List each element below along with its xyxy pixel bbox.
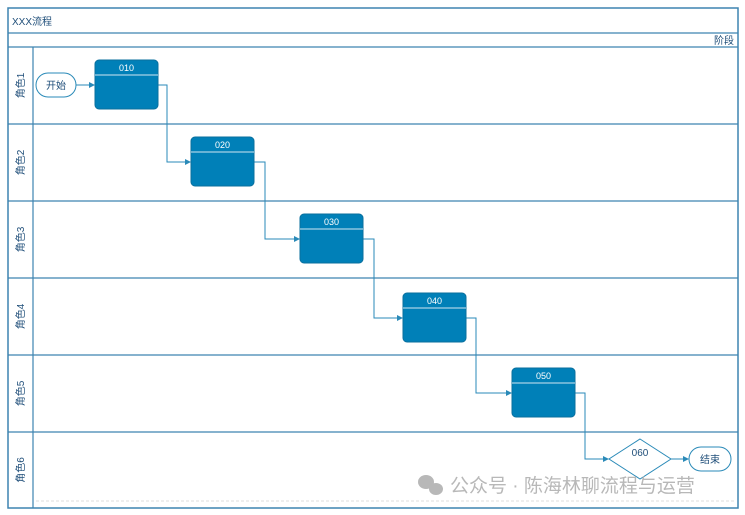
end-node[interactable]: 结束 (688, 446, 732, 472)
phase-label: 阶段 (714, 34, 734, 47)
lane-label: 角色1 (14, 72, 27, 98)
step-label: 020 (215, 140, 230, 150)
watermark-text: 公众号 · 陈海林聊流程与运营 (450, 475, 695, 497)
lane-label: 角色2 (14, 149, 27, 175)
lane-label: 角色4 (14, 303, 27, 329)
decision-node[interactable]: 060 (608, 438, 672, 480)
lane-label: 角色3 (14, 226, 27, 252)
end-label: 结束 (700, 453, 720, 466)
wechat-icon (418, 475, 443, 495)
lane-label: 角色5 (14, 380, 27, 406)
step-label: 040 (427, 296, 442, 306)
start-node[interactable]: 开始 (35, 72, 77, 98)
step-label: 010 (119, 63, 134, 73)
process-step-030[interactable]: 030 (299, 213, 364, 264)
watermark: 公众号 · 陈海林聊流程与运营 (418, 475, 695, 497)
lane-label: 角色6 (14, 457, 27, 483)
start-label: 开始 (46, 79, 66, 92)
diagram-title: XXX流程 (12, 15, 52, 28)
step-label: 050 (536, 371, 551, 381)
process-step-020[interactable]: 020 (190, 136, 255, 187)
step-label: 030 (324, 217, 339, 227)
process-step-050[interactable]: 050 (511, 367, 576, 418)
process-step-040[interactable]: 040 (402, 292, 467, 343)
process-step-010[interactable]: 010 (94, 59, 159, 110)
connectors (76, 82, 689, 462)
decision-label: 060 (632, 448, 649, 459)
